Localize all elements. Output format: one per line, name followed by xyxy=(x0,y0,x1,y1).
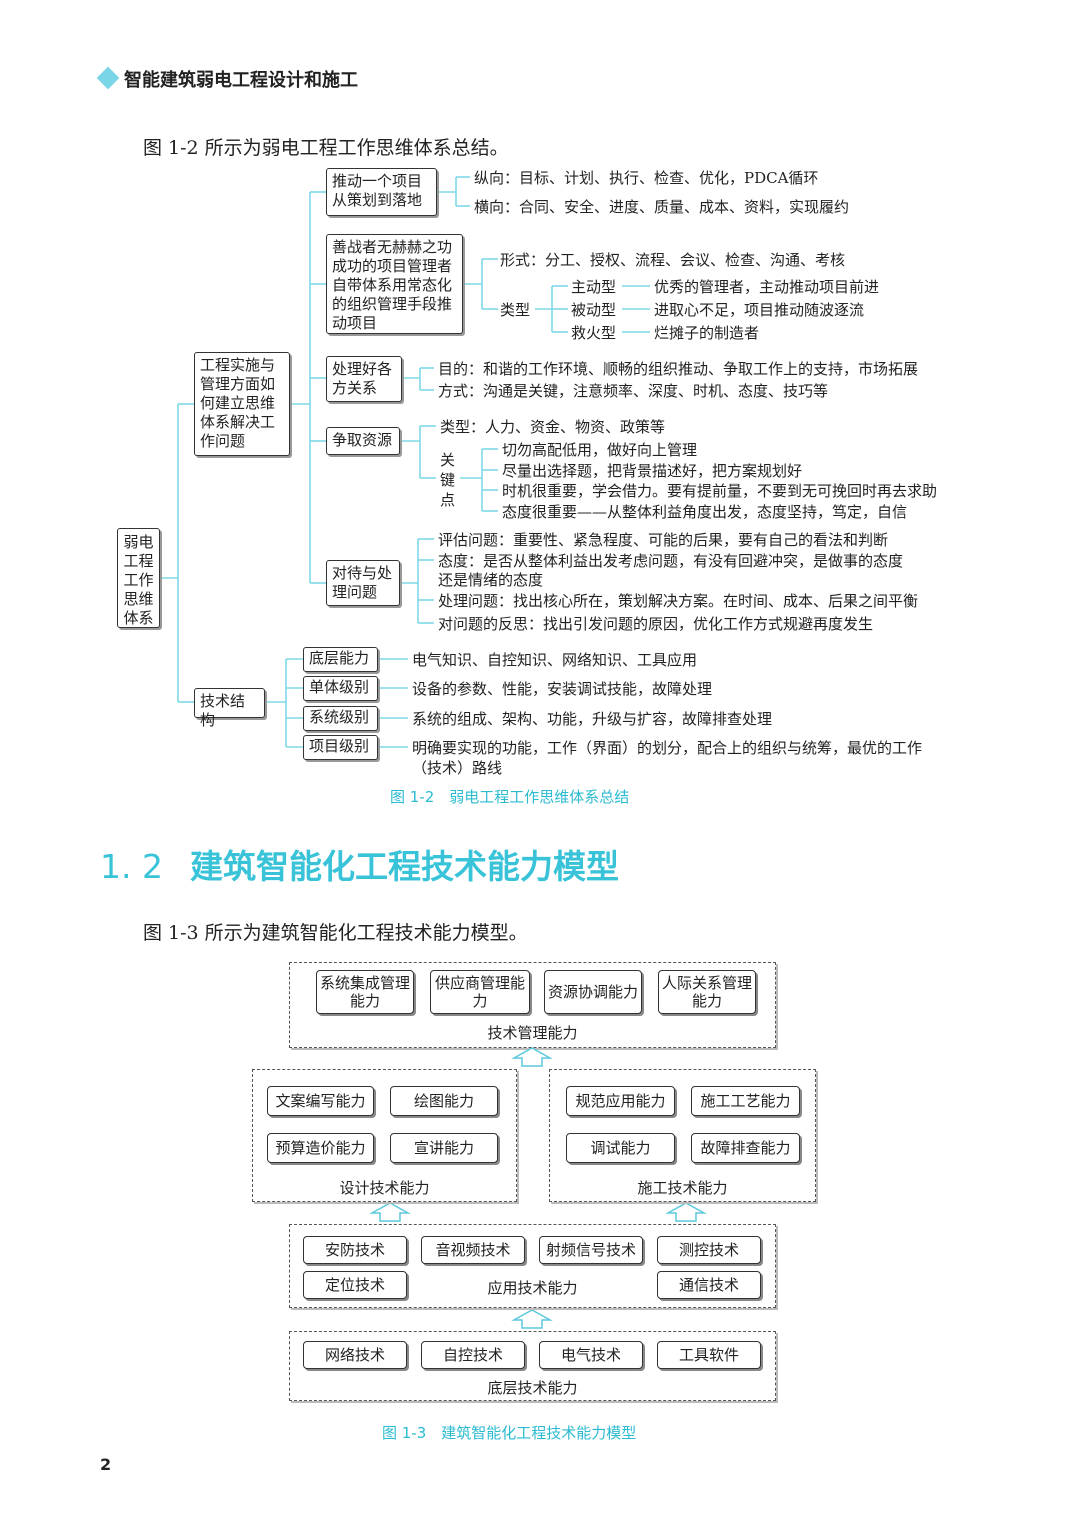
skill-copywriting: 文案编写能力 xyxy=(267,1086,374,1116)
n1-horizontal: 横向：合同、安全、进度、质量、成本、资料，实现履约 xyxy=(474,198,850,216)
tech-level-base: 底层能力 xyxy=(303,647,378,672)
section-title: 建筑智能化工程技术能力模型 xyxy=(190,847,619,886)
tech-level-project-desc: 明确要实现的功能，工作（界面）的划分，配合上的组织与统筹，最优的工作 xyxy=(412,739,923,757)
skill-presentation: 宣讲能力 xyxy=(390,1133,498,1163)
n2-type3: 救火型 xyxy=(571,324,617,342)
n2-form: 形式：分工、授权、流程、会议、检查、沟通、考核 xyxy=(500,251,846,269)
skill-measurement: 测控技术 xyxy=(657,1236,761,1264)
skill-system-integration: 系统集成管理能力 xyxy=(316,970,414,1014)
tech-level-base-desc: 电气知识、自控知识、网络知识、工具应用 xyxy=(412,651,698,669)
skill-av: 音视频技术 xyxy=(421,1236,525,1264)
node-manager-system: 善战者无赫赫之功成功的项目管理者自带体系用常态化的组织管理手段推动项目 xyxy=(326,234,463,334)
node-problems: 对待与处理问题 xyxy=(326,560,400,606)
fig3-caption: 图 1-3 建筑智能化工程技术能力模型 xyxy=(382,1424,637,1442)
node-relationships: 处理好各方关系 xyxy=(326,356,402,402)
tech-level-project: 项目级别 xyxy=(303,735,378,760)
skill-resource-coordination: 资源协调能力 xyxy=(544,970,642,1014)
skill-troubleshooting: 故障排查能力 xyxy=(691,1133,800,1163)
n4-key: 关键点 xyxy=(440,451,456,509)
skill-tool-software: 工具软件 xyxy=(657,1341,761,1369)
n4-key4: 态度很重要——从整体利益角度出发，态度坚持，笃定，自信 xyxy=(502,503,908,521)
skill-communication: 通信技术 xyxy=(657,1271,761,1299)
skill-electrical: 电气技术 xyxy=(539,1341,643,1369)
node-push-project: 推动一个项目从策划到落地 xyxy=(326,168,437,216)
node-resources: 争取资源 xyxy=(326,427,400,455)
n2-type3-desc: 烂摊子的制造者 xyxy=(654,324,760,342)
n4-key3: 时机很重要，学会借力。要有提前量，不要到无可挽回时再去求助 xyxy=(502,482,938,500)
up-arrow-icon xyxy=(511,1309,553,1329)
group-construction xyxy=(549,1069,816,1202)
group-base-label: 底层技术能力 xyxy=(487,1379,578,1397)
n5-evaluate: 评估问题：重要性、紧急程度、可能的后果，要有自己的看法和判断 xyxy=(438,531,889,549)
skill-interpersonal: 人际关系管理能力 xyxy=(658,970,756,1014)
n2-type2: 被动型 xyxy=(571,301,617,319)
tech-level-system-desc: 系统的组成、架构、功能，升级与扩容，故障排查处理 xyxy=(412,710,773,728)
fig2-caption: 图 1-2 弱电工程工作思维体系总结 xyxy=(390,788,630,806)
running-header: 智能建筑弱电工程设计和施工 xyxy=(124,70,358,91)
skill-craft: 施工工艺能力 xyxy=(691,1086,800,1116)
branch-project-management: 工程实施与管理方面如何建立思维体系解决工作问题 xyxy=(194,352,290,456)
tech-level-project-desc2: （技术）路线 xyxy=(412,759,503,777)
n3-purpose: 目的：和谐的工作环境、顺畅的组织推动、争取工作上的支持，市场拓展 xyxy=(438,360,919,378)
n2-type2-desc: 进取心不足，项目推动随波逐流 xyxy=(654,301,865,319)
up-arrow-icon xyxy=(665,1202,707,1222)
skill-commissioning: 调试能力 xyxy=(566,1133,675,1163)
n2-type: 类型 xyxy=(500,301,531,319)
skill-drawing: 绘图能力 xyxy=(390,1086,498,1116)
mindmap-root: 弱电工程工作思维体系 xyxy=(117,528,160,628)
skill-standards: 规范应用能力 xyxy=(566,1086,675,1116)
n4-key2: 尽量出选择题，把背景描述好，把方案规划好 xyxy=(502,462,803,480)
n2-type1-desc: 优秀的管理者，主动推动项目前进 xyxy=(654,278,880,296)
tech-level-unit: 单体级别 xyxy=(303,676,378,701)
page-number: 2 xyxy=(100,1455,112,1474)
skill-rf: 射频信号技术 xyxy=(539,1236,643,1264)
branch-tech-structure: 技术结构 xyxy=(194,688,265,729)
group-construction-label: 施工技术能力 xyxy=(637,1179,728,1197)
n4-key1: 切勿高配低用，做好向上管理 xyxy=(502,441,698,459)
n4-type: 类型：人力、资金、物资、政策等 xyxy=(440,418,666,436)
n5-attitude: 态度：是否从整体利益出发考虑问题，有没有回避冲突，是做事的态度 xyxy=(438,552,904,570)
group-applied xyxy=(289,1224,776,1308)
group-design xyxy=(252,1069,517,1202)
tech-level-unit-desc: 设备的参数、性能，安装调试技能，故障处理 xyxy=(412,680,713,698)
n3-method: 方式：沟通是关键，注意频率、深度、时机、态度、技巧等 xyxy=(438,382,829,400)
n5-handle: 处理问题：找出核心所在，策划解决方案。在时间、成本、后果之间平衡 xyxy=(438,592,919,610)
fig3-intro: 图 1-3 所示为建筑智能化工程技术能力模型。 xyxy=(143,922,528,944)
skill-security: 安防技术 xyxy=(303,1236,407,1264)
tech-level-system: 系统级别 xyxy=(303,706,378,731)
skill-network: 网络技术 xyxy=(303,1341,407,1369)
skill-automation: 自控技术 xyxy=(421,1341,525,1369)
skill-positioning: 定位技术 xyxy=(303,1271,407,1299)
section-number: 1. 2 xyxy=(100,847,163,886)
n5-reflect: 对问题的反思：找出引发问题的原因，优化工作方式规避再度发生 xyxy=(438,615,874,633)
group-applied-label: 应用技术能力 xyxy=(487,1279,578,1297)
group-design-label: 设计技术能力 xyxy=(339,1179,430,1197)
n2-type1: 主动型 xyxy=(571,278,617,296)
section-heading: 1. 2 建筑智能化工程技术能力模型 xyxy=(100,840,619,888)
n5-attitude-cont: 还是情绪的态度 xyxy=(438,571,544,589)
group-tech-management-label: 技术管理能力 xyxy=(487,1024,578,1042)
skill-supplier-management: 供应商管理能力 xyxy=(430,970,530,1014)
up-arrow-icon xyxy=(511,1047,553,1067)
n1-vertical: 纵向：目标、计划、执行、检查、优化，PDCA循环 xyxy=(474,169,819,187)
up-arrow-icon xyxy=(369,1202,411,1222)
group-base xyxy=(289,1331,776,1401)
skill-budgeting: 预算造价能力 xyxy=(267,1133,374,1163)
fig2-intro: 图 1-2 所示为弱电工程工作思维体系总结。 xyxy=(143,137,509,159)
